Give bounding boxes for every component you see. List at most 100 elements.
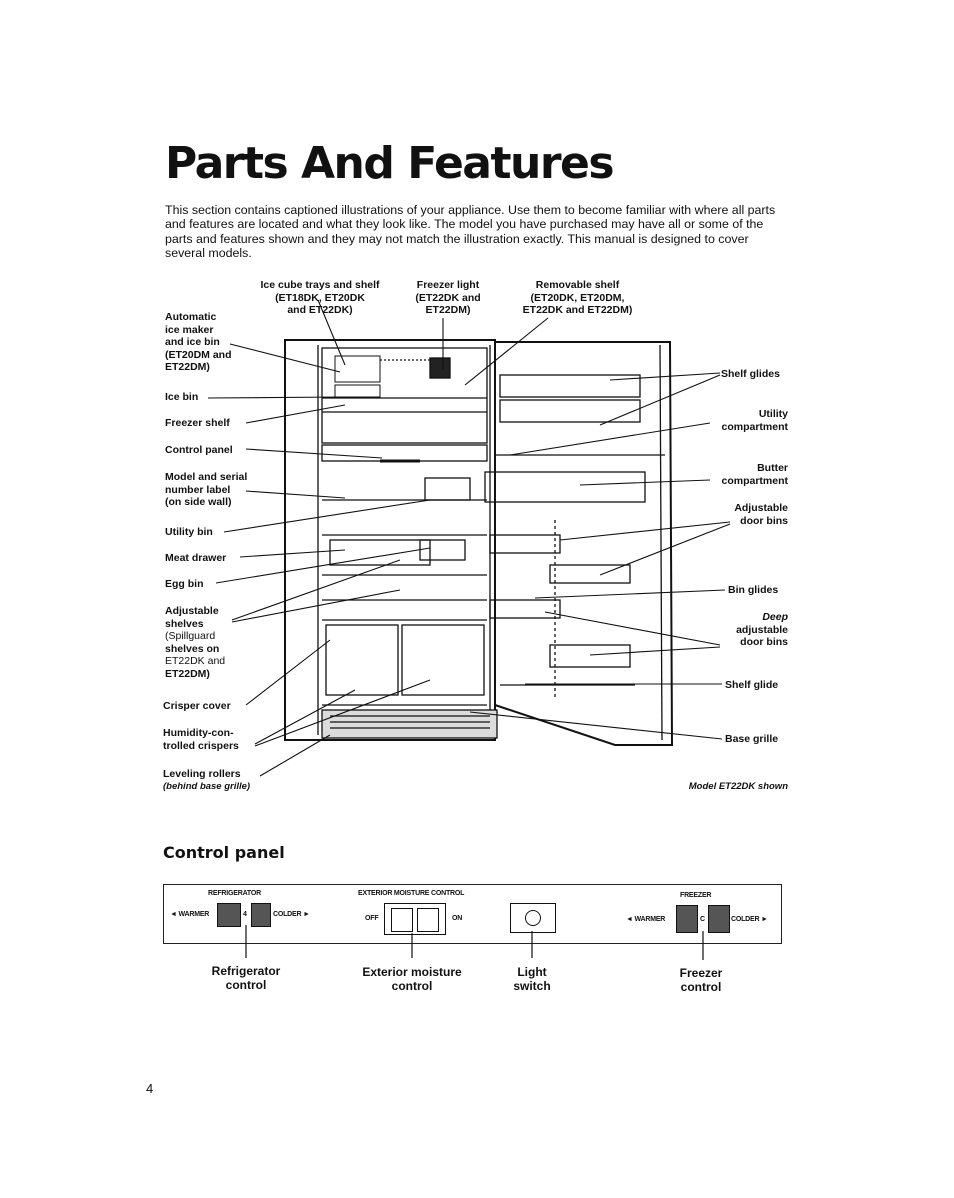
door-bin-1: [489, 534, 561, 554]
label-base-grille: Base grille: [725, 733, 779, 745]
label-adjustable-shelves-line3: (Spillguard: [165, 630, 216, 642]
label-butter-compartment-line2: compartment: [721, 474, 788, 487]
page-number: 4: [146, 1081, 154, 1096]
door-upper-shelf: [499, 374, 641, 398]
label-model-serial: Model and serial number label (on side w…: [165, 471, 247, 509]
label-model-serial-line1: Model and serial: [165, 471, 248, 483]
callout-moisture-line1: Exterior moisture: [362, 965, 462, 979]
label-ice-trays-line3: and ET22DK): [287, 304, 353, 316]
label-butter-compartment: Butter compartment: [700, 462, 788, 487]
label-deep-door-bins-line2: adjustable: [736, 623, 788, 636]
label-bin-glides: Bin glides: [728, 584, 779, 596]
door-outline: [494, 341, 674, 746]
refrigerator-header: REFRIGERATOR: [208, 890, 261, 897]
callout-moisture-line2: control: [391, 979, 433, 993]
label-ice-trays-line1: Ice cube trays and shelf: [260, 279, 380, 291]
butter-compartment-shape: [484, 471, 646, 503]
label-control-panel: Control panel: [165, 444, 233, 456]
label-adjustable-shelves-line1: Adjustable: [165, 605, 219, 617]
light-switch[interactable]: [510, 903, 556, 933]
intro-paragraph: This section contains captioned illustra…: [165, 203, 776, 261]
frz-warmer-label: ◄ WARMER: [626, 916, 666, 923]
label-egg-bin: Egg bin: [165, 578, 204, 590]
label-shelf-glide: Shelf glide: [725, 679, 779, 691]
ref-slider-right[interactable]: [251, 903, 271, 927]
label-adjustable-shelves-line4: shelves on: [165, 642, 220, 655]
callout-light-line2: switch: [513, 979, 551, 993]
label-deep-door-bins-line1: Deep: [762, 611, 788, 623]
freezer-header: FREEZER: [680, 892, 712, 899]
ref-slider-left[interactable]: [217, 903, 241, 927]
label-utility-compartment: Utility compartment: [700, 408, 788, 433]
frz-colder-label: COLDER ►: [731, 916, 768, 923]
label-adjustable-shelves: Adjustable shelves (Spillguard shelves o…: [165, 605, 225, 680]
label-model-serial-line2: number label: [165, 483, 231, 496]
label-ice-bin: Ice bin: [165, 391, 199, 403]
control-panel-heading: Control panel: [163, 843, 285, 862]
label-freezer-shelf: Freezer shelf: [165, 417, 230, 429]
base-grille-shape: [321, 709, 498, 739]
callout-light-line1: Light: [517, 965, 547, 979]
label-removable-shelf-line3: ET22DK and ET22DM): [522, 304, 633, 316]
label-butter-compartment-line1: Butter: [757, 462, 788, 474]
callout-light-switch: Light switch: [467, 965, 597, 993]
label-ice-maker-line4: (ET20DM and: [165, 348, 232, 361]
moisture-on-label: ON: [452, 915, 463, 922]
label-removable-shelf-line2: (ET20DK, ET20DM,: [530, 291, 625, 304]
label-door-bins: Adjustable door bins: [700, 502, 788, 527]
label-ice-maker: Automatic ice maker and ice bin (ET20DM …: [165, 311, 232, 374]
moisture-switch-right[interactable]: [417, 908, 439, 932]
label-model-shown: Model ET22DK shown: [688, 781, 788, 792]
label-crispers-line2: trolled crispers: [163, 739, 239, 752]
callout-refrigerator-line2: control: [225, 978, 267, 992]
label-utility-compartment-line1: Utility: [758, 408, 788, 420]
door-bin-3: [489, 599, 561, 619]
label-ice-maker-line5: ET22DM): [165, 361, 210, 373]
label-deep-door-bins-line3: door bins: [740, 636, 788, 648]
label-ice-maker-line1: Automatic: [165, 311, 217, 323]
frz-slider-right[interactable]: [708, 905, 730, 933]
label-ice-maker-line3: and ice bin: [165, 336, 220, 348]
label-leveling-rollers: Leveling rollers (behind base grille): [163, 768, 250, 793]
ref-setting: 4: [243, 911, 247, 918]
label-door-bins-line1: Adjustable: [734, 502, 788, 514]
callout-moisture-control: Exterior moisture control: [347, 965, 477, 993]
label-freezer-light-line2: (ET22DK and: [415, 291, 481, 304]
label-ice-trays-line2: (ET18DK, ET20DK: [275, 291, 365, 304]
moisture-off-label: OFF: [365, 915, 379, 922]
callout-freezer-line2: control: [680, 980, 722, 994]
control-panel-box: [163, 884, 782, 944]
crisper-left: [325, 624, 399, 696]
label-crispers-line1: Humidity-con-: [163, 727, 234, 739]
frz-slider-left[interactable]: [676, 905, 698, 933]
moisture-switch[interactable]: [384, 903, 446, 935]
freezer-compartment: [321, 347, 488, 444]
ice-bin-shape: [334, 384, 381, 398]
label-removable-shelf: Removable shelf (ET20DK, ET20DM, ET22DK …: [505, 279, 650, 317]
label-shelf-glides: Shelf glides: [721, 368, 780, 380]
label-crispers: Humidity-con- trolled crispers: [163, 727, 239, 752]
meat-drawer-shape: [329, 539, 431, 566]
callout-refrigerator-line1: Refrigerator: [211, 964, 281, 978]
label-freezer-light: Freezer light (ET22DK and ET22DM): [398, 279, 498, 317]
label-removable-shelf-line1: Removable shelf: [535, 279, 620, 291]
label-freezer-light-line1: Freezer light: [416, 279, 480, 291]
label-adjustable-shelves-line2: shelves: [165, 617, 204, 630]
label-adjustable-shelves-line6: ET22DM): [165, 667, 210, 680]
page-title: Parts And Features: [165, 138, 615, 189]
utility-bin-shape: [424, 477, 471, 501]
moisture-header: EXTERIOR MOISTURE CONTROL: [358, 890, 465, 897]
callout-freezer-control: Freezer control: [636, 966, 766, 994]
door-lower-shelf: [499, 399, 641, 423]
label-utility-compartment-line2: compartment: [721, 420, 788, 433]
door-bin-4: [549, 644, 631, 668]
moisture-switch-left[interactable]: [391, 908, 413, 932]
label-adjustable-shelves-line5: ET22DK and: [165, 655, 226, 667]
label-freezer-light-line3: ET22DM): [425, 304, 471, 316]
label-leveling-note: (behind base grille): [163, 780, 251, 792]
label-meat-drawer: Meat drawer: [165, 552, 227, 564]
callout-refrigerator-control: Refrigerator control: [181, 964, 311, 992]
ref-warmer-label: ◄ WARMER: [170, 911, 210, 918]
